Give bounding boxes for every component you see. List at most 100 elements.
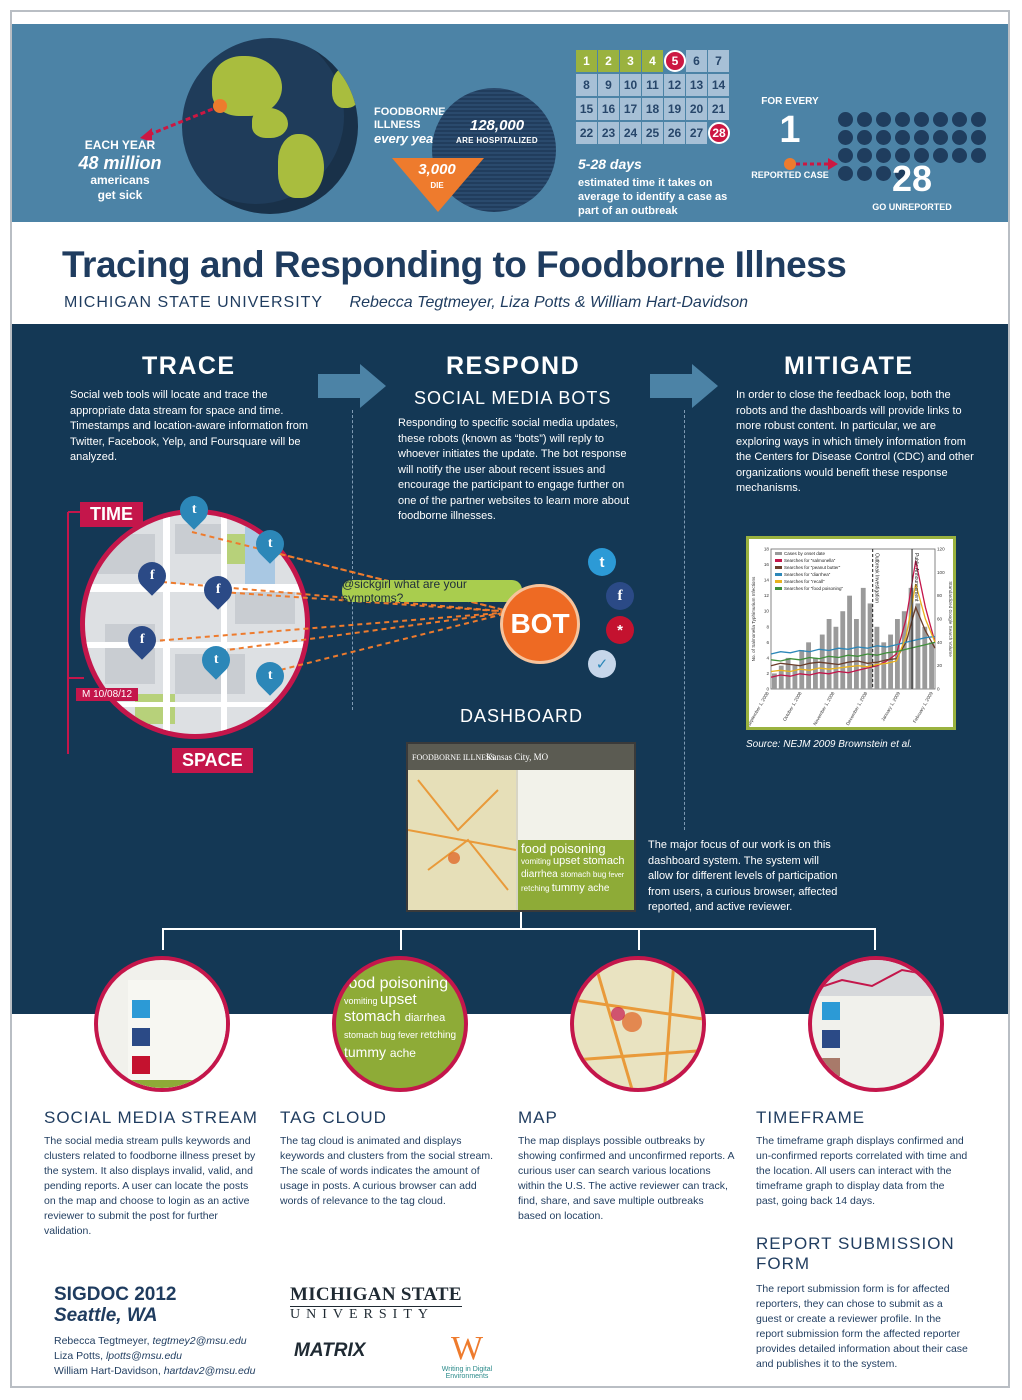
y-tick-label: 6 bbox=[766, 640, 769, 645]
legend-swatch bbox=[775, 552, 782, 555]
hospitalized-number: 128,000 bbox=[469, 117, 525, 134]
tag-word: stomach bug bbox=[560, 870, 609, 879]
calendar-day: 21 bbox=[708, 98, 730, 120]
chart-line bbox=[770, 641, 936, 662]
x-tick-label: December 1, 2008 bbox=[845, 691, 868, 727]
x-tick-label: January 1, 2009 bbox=[880, 691, 901, 722]
unreported-dot bbox=[895, 148, 910, 163]
calendar-day: 9 bbox=[598, 74, 620, 96]
chart-bar bbox=[854, 619, 859, 689]
chart-bar bbox=[772, 673, 777, 689]
email-link[interactable]: lpotts@msu.edu bbox=[105, 1350, 182, 1362]
dashboard-screenshot: FOODBORNE ILLNESS Kansas City, MO food p… bbox=[406, 742, 636, 912]
calendar-day: 7 bbox=[708, 50, 730, 72]
msu-logo: MICHIGAN STATE UNIVERSITY bbox=[290, 1284, 462, 1322]
unreported-dot bbox=[876, 112, 891, 127]
one-number: 1 bbox=[779, 109, 801, 151]
conference: SIGDOC 2012 Seattle, WA bbox=[54, 1284, 177, 1326]
unreported-dot bbox=[914, 130, 929, 145]
timeframe-text: The timeframe graph displays confirmed a… bbox=[756, 1135, 968, 1207]
calendar-day: 24 bbox=[620, 122, 642, 144]
unreported-dot bbox=[857, 130, 872, 145]
hospitalized-label: ARE HOSPITALIZED bbox=[456, 136, 538, 145]
unreported-dot bbox=[895, 130, 910, 145]
unreported-dot bbox=[876, 148, 891, 163]
legend-swatch bbox=[775, 566, 782, 569]
chart-line bbox=[770, 635, 936, 655]
y2-tick-label: 120 bbox=[937, 547, 945, 552]
calendar-day: 12 bbox=[664, 74, 686, 96]
unreported-dot bbox=[933, 130, 948, 145]
stream-title: SOCIAL MEDIA STREAM bbox=[44, 1108, 258, 1127]
chart-bar bbox=[819, 634, 825, 689]
unreported-dot bbox=[971, 112, 986, 127]
legend-label: Searches for “peanut butter” bbox=[784, 565, 841, 570]
y-tick-label: 4 bbox=[766, 655, 769, 660]
y-tick-label: 14 bbox=[764, 578, 770, 583]
dashboard-city: Kansas City, MO bbox=[486, 752, 549, 762]
dashboard-tagcloud: food poisoning vomiting upset stomach di… bbox=[518, 840, 634, 910]
die-triangle bbox=[392, 158, 484, 212]
chart-bar bbox=[785, 657, 791, 689]
twenty-eight-number: 28 bbox=[891, 158, 933, 199]
contact-line: Rebecca Tegtmeyer, tegtmey2@msu.edu bbox=[54, 1335, 247, 1347]
chart-bar bbox=[895, 619, 900, 689]
email-link[interactable]: hartdav2@msu.edu bbox=[163, 1365, 256, 1377]
chart-bar bbox=[881, 642, 887, 689]
calendar-day: 2 bbox=[598, 50, 620, 72]
subtitle: MICHIGAN STATE UNIVERSITY Rebecca Tegtme… bbox=[64, 294, 748, 312]
y2-tick-label: 80 bbox=[937, 593, 943, 598]
unreported-dot bbox=[838, 130, 853, 145]
tag-word: vomiting bbox=[344, 996, 381, 1006]
respond-title: RESPOND bbox=[446, 352, 581, 380]
legend-label: Searches for “diarrhea” bbox=[784, 572, 831, 577]
y2-tick-label: 60 bbox=[937, 617, 943, 622]
poster-frame: EACH YEAR 48 million americans get sick … bbox=[10, 10, 1010, 1388]
case-arrow-icon bbox=[784, 158, 838, 170]
stream-zoom bbox=[94, 956, 230, 1092]
y-tick-label: 12 bbox=[764, 593, 770, 598]
calendar-day: 10 bbox=[620, 74, 642, 96]
map-text: The map displays possible outbreaks by s… bbox=[518, 1135, 734, 1222]
y2-tick-label: 0 bbox=[937, 687, 940, 692]
wide-mark-icon: W bbox=[450, 1330, 484, 1367]
y2-tick-label: 20 bbox=[937, 663, 943, 668]
chart-line bbox=[770, 605, 936, 667]
chart-bar bbox=[792, 665, 798, 689]
calendar-day: 8 bbox=[576, 74, 598, 96]
tagcloud-zoom: food poisoning vomiting upset stomach di… bbox=[332, 956, 468, 1092]
dashboard-title: DASHBOARD bbox=[460, 706, 584, 726]
connector bbox=[400, 928, 402, 950]
yelp-icon: * bbox=[606, 616, 634, 644]
email-link[interactable]: tegtmey2@msu.edu bbox=[152, 1335, 247, 1347]
calendar-day: 11 bbox=[642, 74, 664, 96]
globe-icon bbox=[182, 38, 358, 214]
tagcloud-text: The tag cloud is animated and displays k… bbox=[280, 1135, 493, 1207]
unreported-dot bbox=[933, 148, 948, 163]
unreported-dot bbox=[838, 112, 853, 127]
mitigate-title: MITIGATE bbox=[784, 352, 914, 380]
tag-word: tummy bbox=[344, 1044, 390, 1060]
y-tick-label: 10 bbox=[764, 609, 770, 614]
unreported-dot bbox=[895, 112, 910, 127]
x-tick-label: October 1, 2008 bbox=[782, 691, 803, 722]
unreported-dot bbox=[857, 112, 872, 127]
unreported-dot bbox=[895, 166, 910, 181]
connector bbox=[162, 928, 876, 930]
divider bbox=[684, 410, 685, 830]
reported-case-label: REPORTED CASE bbox=[751, 170, 829, 180]
dashboard-text: The major focus of our work is on this d… bbox=[648, 839, 838, 913]
bot-badge: BOT bbox=[500, 584, 580, 664]
days-title: 5-28 days bbox=[578, 156, 642, 172]
unreported-dot bbox=[914, 112, 929, 127]
trace-title: TRACE bbox=[142, 352, 236, 380]
time-label: TIME bbox=[80, 502, 143, 527]
y-tick-label: 16 bbox=[764, 562, 770, 567]
y-tick-label: 8 bbox=[766, 624, 769, 629]
connector bbox=[874, 928, 876, 950]
calendar-day: 28 bbox=[708, 122, 730, 144]
tag-word: retching bbox=[420, 1030, 457, 1041]
